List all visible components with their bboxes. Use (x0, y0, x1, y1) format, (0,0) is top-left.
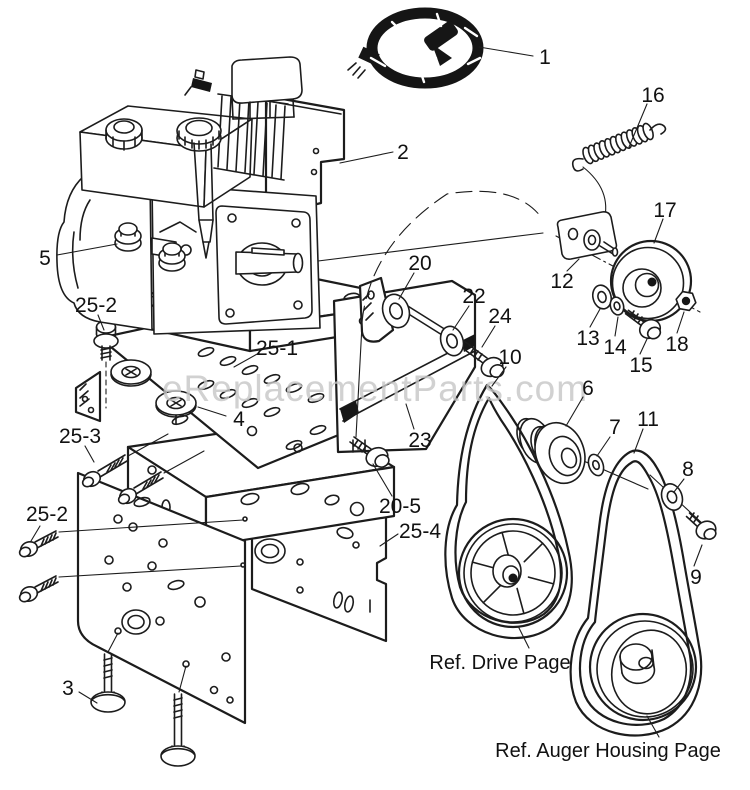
callout-11: 11 (637, 408, 659, 431)
callout-1: 1 (539, 46, 551, 69)
callout-16: 16 (641, 84, 664, 107)
idler-axis-line (301, 232, 544, 264)
bolt-part-15 (624, 309, 662, 340)
callout-20: 20 (408, 252, 431, 275)
leader-line-14 (614, 316, 619, 337)
ref-auger-housing-page-label: Ref. Auger Housing Page (495, 740, 721, 762)
leader-line-23 (405, 403, 415, 430)
washer-bracket-tab (358, 276, 395, 343)
leader-line-24 (481, 325, 496, 348)
rod-and-washers-20-22 (381, 293, 471, 357)
reference-arc (361, 190, 542, 323)
callout-25-2-top: 25-2 (75, 294, 117, 317)
leader-line-2 (339, 151, 394, 164)
drive-belt-part-10 (444, 383, 573, 640)
callout-2: 2 (397, 141, 409, 164)
washer-part-13 (591, 284, 613, 310)
fuel-cap (105, 118, 143, 151)
callout-23: 23 (408, 429, 431, 452)
leader-line-25-2-top (97, 314, 105, 331)
leader-line-22 (452, 305, 470, 331)
bolt-part-9 (685, 512, 717, 540)
callout-leader-lines (30, 46, 703, 738)
callout-24: 24 (488, 305, 512, 328)
leader-line-8 (673, 478, 685, 493)
engine-mount-nuts-part-5 (114, 222, 186, 272)
leader-line-3 (78, 691, 98, 704)
leader-line-1 (478, 46, 534, 57)
leader-line-10 (491, 366, 507, 387)
leader-line-25-3 (84, 445, 95, 463)
washer-part-8 (649, 474, 704, 525)
callout-25-4: 25-4 (399, 520, 441, 543)
bolt-part-20-5 (349, 436, 390, 468)
callout-18: 18 (665, 333, 688, 356)
leader-line-7 (596, 436, 611, 457)
leader-line-20 (398, 272, 415, 300)
washer-grommet-part-4 (110, 359, 197, 425)
washer-part-14 (609, 296, 625, 316)
leader-line-15 (639, 338, 648, 355)
engine (56, 56, 321, 335)
callout-25-3: 25-3 (59, 425, 101, 448)
leader-line-ref-drive (518, 627, 530, 649)
ref-drive-page-label: Ref. Drive Page (429, 652, 570, 674)
watermark: eReplacementParts.com (162, 368, 588, 409)
leader-line-9 (693, 544, 703, 567)
leader-line-25-4 (379, 533, 399, 547)
spark-plug (184, 69, 212, 96)
wire-kit-part-1 (347, 7, 484, 89)
callout-9: 9 (690, 566, 702, 589)
callout-25-2-left: 25-2 (26, 503, 68, 526)
fuel-tank (79, 105, 253, 208)
leader-line-20-5 (372, 463, 393, 497)
callout-4: 4 (233, 408, 245, 431)
callout-14: 14 (603, 336, 627, 359)
crankshaft (235, 247, 304, 275)
leader-line-11 (633, 428, 644, 454)
engine-pulley-part-6 (516, 417, 649, 490)
muffler (231, 56, 303, 120)
bolts-part-25-3 (81, 433, 205, 505)
callout-8: 8 (682, 458, 694, 481)
nut-part-18 (675, 290, 697, 312)
idler-assembly (555, 211, 701, 340)
leader-line-13 (589, 308, 601, 328)
bolts-part-25-2-left (18, 516, 248, 603)
leader-line-6 (565, 396, 584, 427)
callout-25-1: 25-1 (256, 337, 298, 360)
leader-line-25-1 (233, 352, 260, 368)
callout-10: 10 (498, 346, 521, 369)
leader-line-18 (676, 311, 685, 334)
auger-pulley (588, 612, 698, 722)
leader-line-16 (628, 103, 648, 148)
callout-22: 22 (462, 285, 485, 308)
callout-13: 13 (576, 327, 599, 350)
callout-5: 5 (39, 247, 51, 270)
callout-6: 6 (582, 377, 594, 400)
oil-fill-cap (176, 117, 222, 152)
callout-7: 7 (609, 416, 621, 439)
callout-labels: 1 2 3 4 5 6 7 8 9 10 11 12 13 14 15 16 1… (26, 46, 702, 700)
callout-17: 17 (653, 199, 676, 222)
frame-side-panel (76, 471, 247, 725)
callout-15: 15 (629, 354, 652, 377)
callout-20-5: 20-5 (379, 495, 421, 518)
leader-line-25-2-left (30, 525, 41, 542)
idler-bracket-part-12 (556, 211, 619, 260)
callout-3: 3 (62, 677, 74, 700)
leader-line-17 (653, 218, 664, 244)
carriage-bolts-part-3 (90, 632, 196, 767)
washer-part-7 (587, 453, 605, 477)
spring-part-16 (571, 122, 667, 172)
leader-line-4 (197, 406, 227, 417)
drive-pulley (457, 517, 569, 629)
callout-12: 12 (550, 270, 573, 293)
dipstick-tube (193, 142, 214, 259)
leader-line-ref-auger (646, 715, 660, 738)
leader-line-5 (56, 243, 118, 256)
leader-line-12 (566, 258, 580, 272)
